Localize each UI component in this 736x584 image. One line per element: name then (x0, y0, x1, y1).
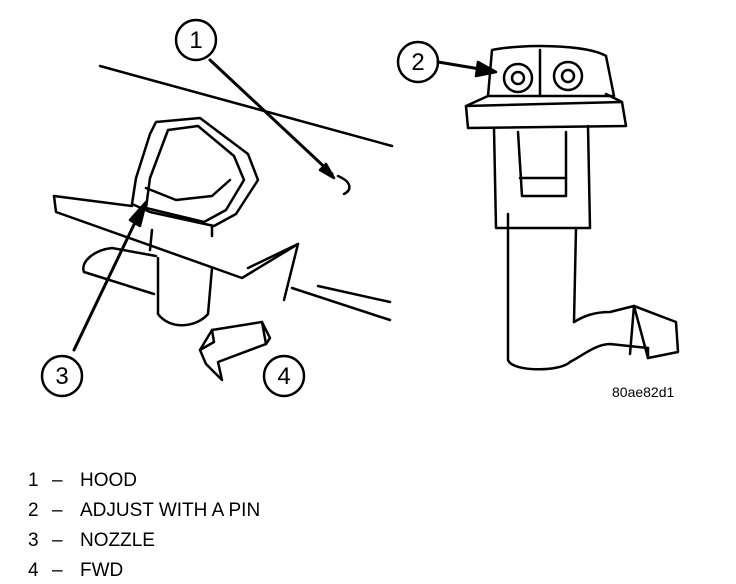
legend-item-adjust: 2–ADJUST WITH A PIN (28, 496, 260, 526)
callout-4 (262, 354, 306, 398)
legend-dash: – (52, 500, 63, 521)
legend-number: 2 (28, 500, 39, 521)
legend-item-hood: 1–HOOD (28, 466, 260, 496)
callout-1-number: 1 (189, 27, 202, 54)
callout-2-number: 2 (411, 49, 424, 76)
callout-3-number: 3 (55, 363, 68, 390)
legend: 1–HOOD 2–ADJUST WITH A PIN 3–NOZZLE 4–FW… (28, 466, 260, 584)
legend-label: NOZZLE (80, 530, 155, 551)
hood-edge (98, 64, 394, 196)
callout-2 (396, 40, 498, 84)
legend-item-fwd: 4–FWD (28, 556, 260, 584)
nozzle-detail (464, 44, 680, 371)
legend-dash: – (52, 560, 63, 581)
callout-4-number: 4 (277, 363, 290, 390)
legend-label: HOOD (80, 470, 137, 491)
legend-item-nozzle: 3–NOZZLE (28, 526, 260, 556)
legend-label: FWD (80, 560, 124, 581)
figure-id: 80ae82d1 (612, 384, 675, 400)
legend-number: 1 (28, 470, 39, 491)
legend-number: 4 (28, 560, 39, 581)
hood-panel (52, 194, 392, 322)
legend-number: 3 (28, 530, 39, 551)
callout-3 (40, 200, 148, 398)
legend-dash: – (52, 470, 63, 491)
fwd-arrow (198, 320, 272, 382)
legend-label: ADJUST WITH A PIN (80, 500, 261, 521)
legend-dash: – (52, 530, 63, 551)
nozzle-left (82, 116, 260, 327)
callout-1 (174, 18, 336, 180)
